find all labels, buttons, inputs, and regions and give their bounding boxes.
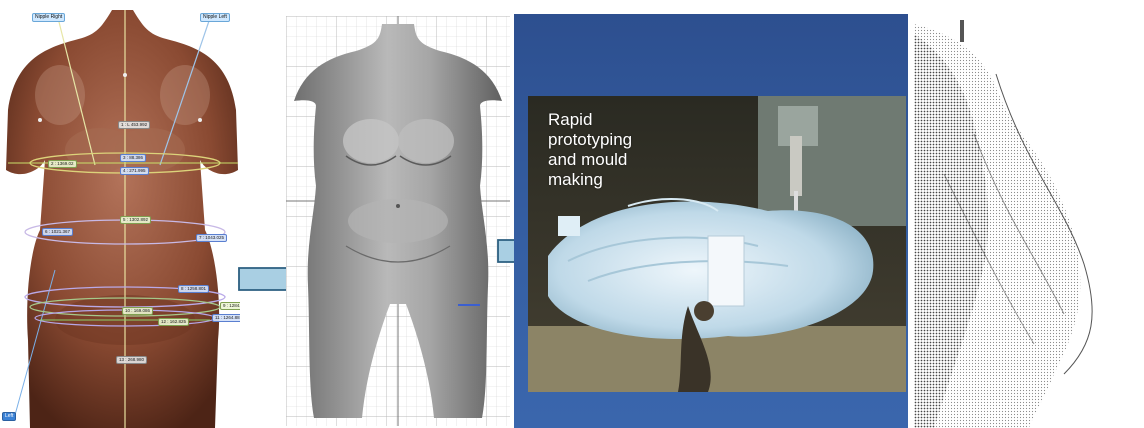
- rapid-prototyping-caption: Rapid prototyping and mould making: [548, 110, 632, 190]
- body-scan-measurement-panel: Nipple Right Nipple Left 1 : L 453.992 2…: [0, 0, 240, 428]
- point-cloud-side-view-panel: [914, 14, 1144, 428]
- measurement-label: 12 : 162.825: [158, 318, 189, 326]
- measurement-label: 13 : 268.980: [116, 356, 147, 364]
- measurement-label: 9 : 1284.888: [220, 302, 240, 310]
- measurement-label: 6 : 1021.367: [42, 228, 73, 236]
- measurement-label: 7 : 1043.025: [196, 234, 227, 242]
- measurement-label: 10 : 169.086: [122, 307, 153, 315]
- measurement-label: 3 : 88.386: [120, 154, 146, 162]
- bottom-left-label: Left: [2, 412, 16, 421]
- measurement-label: 5 : 1302.892: [120, 216, 151, 224]
- 3d-model-grid-panel: [286, 16, 510, 426]
- measurement-label: 4 : 271.995: [120, 167, 149, 175]
- measurement-label: 1 : L 453.992: [118, 121, 150, 129]
- measurement-label: 2 : 1369.02: [48, 160, 77, 168]
- nipple-right-label: Nipple Right: [32, 13, 65, 22]
- rapid-prototyping-slide: Rapid prototyping and mould making: [514, 14, 908, 428]
- 3d-body-model-image: [286, 16, 510, 426]
- nipple-left-label: Nipple Left: [200, 13, 230, 22]
- measurement-label: 8 : 1258.801: [178, 285, 209, 293]
- measurement-label: 11 : 1264.882: [212, 314, 240, 322]
- point-cloud-image: [914, 14, 1144, 428]
